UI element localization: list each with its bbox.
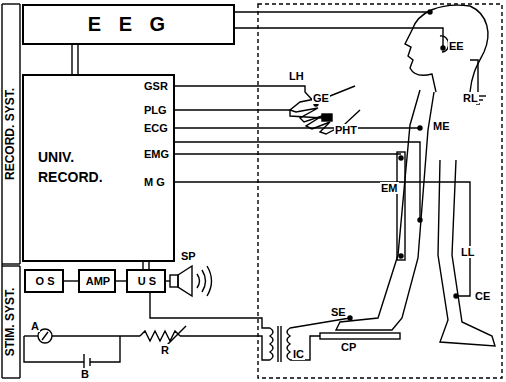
box-title: UNIV. RECORD.: [38, 148, 108, 187]
system-box: O S: [24, 269, 64, 293]
signal-label: SP: [180, 250, 197, 262]
signal-connector: [116, 280, 126, 281]
signal-label: A: [30, 320, 40, 332]
system-box: E E G: [22, 4, 235, 45]
signal-label: EE: [448, 40, 465, 52]
system-label: STIM. SYST.: [4, 287, 16, 358]
signal-label: CE: [474, 290, 491, 302]
signal-label: EM: [380, 182, 399, 194]
signal-label: LH: [288, 70, 305, 82]
signal-label: RL: [462, 92, 479, 104]
signal-label: SE: [330, 306, 347, 318]
signal-label: ME: [432, 120, 451, 132]
signal-connector: [64, 280, 78, 281]
signal-label: GE: [312, 92, 330, 104]
box-title: E E G: [88, 13, 171, 36]
signal-connector: [143, 262, 149, 269]
signal-label: ECG: [143, 122, 169, 134]
signal-label: R: [160, 344, 170, 356]
signal-label: GSR: [143, 80, 169, 92]
system-box: UNIV. RECORD.: [22, 74, 175, 262]
system-box: U S: [126, 269, 166, 293]
signal-connector: [72, 45, 78, 74]
signal-label: PLG: [143, 104, 168, 116]
signal-label: PHT: [334, 124, 358, 136]
signal-label: IC: [292, 348, 305, 360]
box-title: AMP: [86, 275, 110, 287]
signal-label: CP: [340, 341, 357, 353]
system-label: RECORD. SYST.: [4, 87, 16, 181]
box-title: O S: [36, 275, 55, 287]
system-box: AMP: [78, 269, 116, 293]
signal-label: B: [80, 368, 90, 380]
signal-label: M G: [143, 176, 166, 188]
signal-label: LL: [460, 246, 475, 258]
signal-label: EMG: [143, 148, 170, 160]
box-title: U S: [138, 275, 156, 287]
